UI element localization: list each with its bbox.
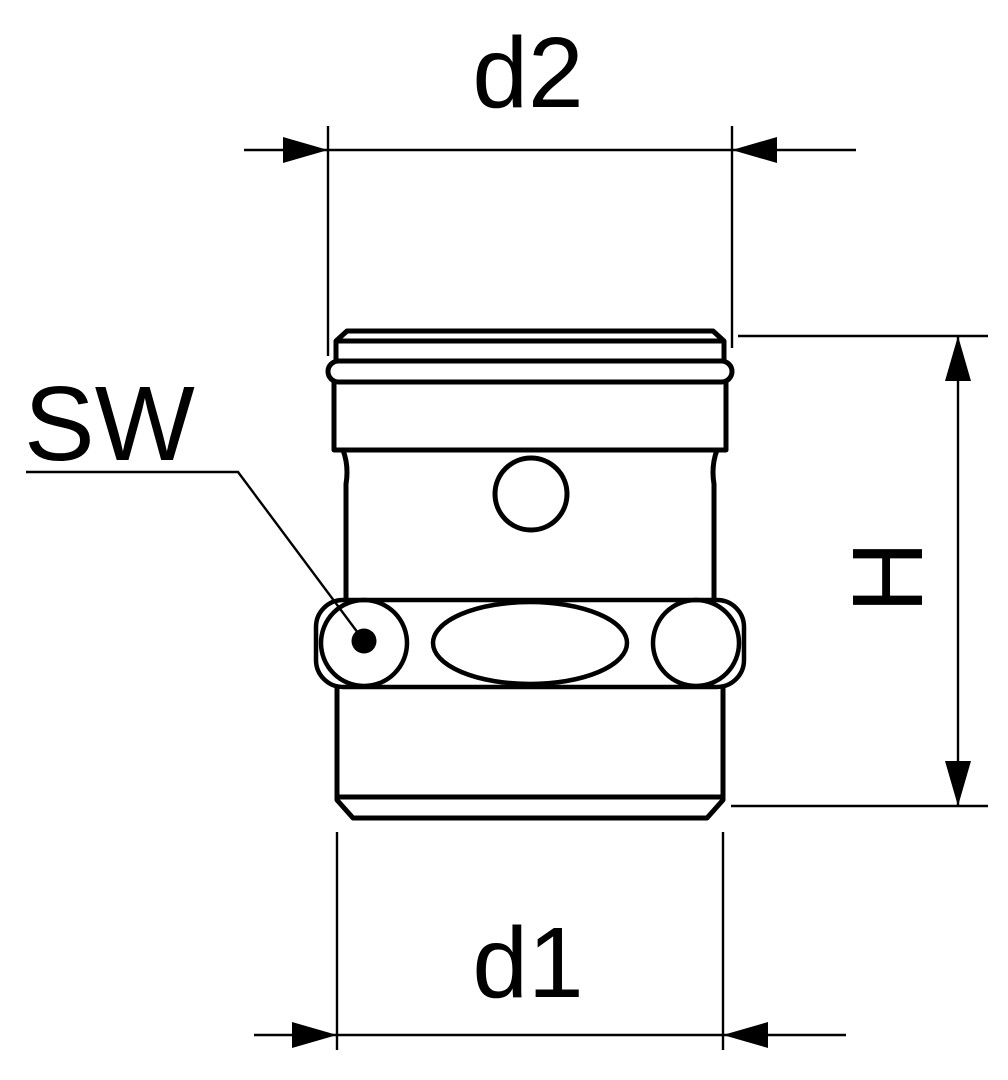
grip-dimple-left [318, 597, 410, 689]
sw-label: SW [24, 365, 195, 483]
d1-label: d1 [472, 907, 583, 1019]
sw-leader-line [26, 470, 365, 642]
dimension-d2: d2 [244, 17, 856, 356]
part-outline [313, 328, 747, 821]
d2-arrowhead-right [732, 137, 777, 163]
lower-body [334, 687, 726, 821]
grip-dimple-right [650, 597, 742, 689]
body-hole [492, 455, 570, 533]
h-arrowhead-bottom [945, 761, 971, 806]
h-label: H [832, 541, 944, 613]
grip-dimple-center [430, 599, 630, 687]
dimension-d1: d1 [254, 832, 846, 1050]
d1-arrowhead-right [723, 1022, 768, 1048]
grip-band [313, 597, 747, 690]
d2-label: d2 [472, 17, 583, 129]
upper-collar [331, 382, 729, 453]
upper-body-right-side [710, 449, 720, 600]
upper-body-left-side [340, 449, 350, 600]
h-arrowhead-top [945, 336, 971, 381]
callout-sw: SW [24, 365, 365, 642]
top-nut-band [333, 328, 727, 362]
d2-arrowhead-left [283, 137, 328, 163]
d1-arrowhead-left [292, 1022, 337, 1048]
dimension-h: H [731, 334, 988, 808]
seal-ring-groove [325, 358, 735, 385]
